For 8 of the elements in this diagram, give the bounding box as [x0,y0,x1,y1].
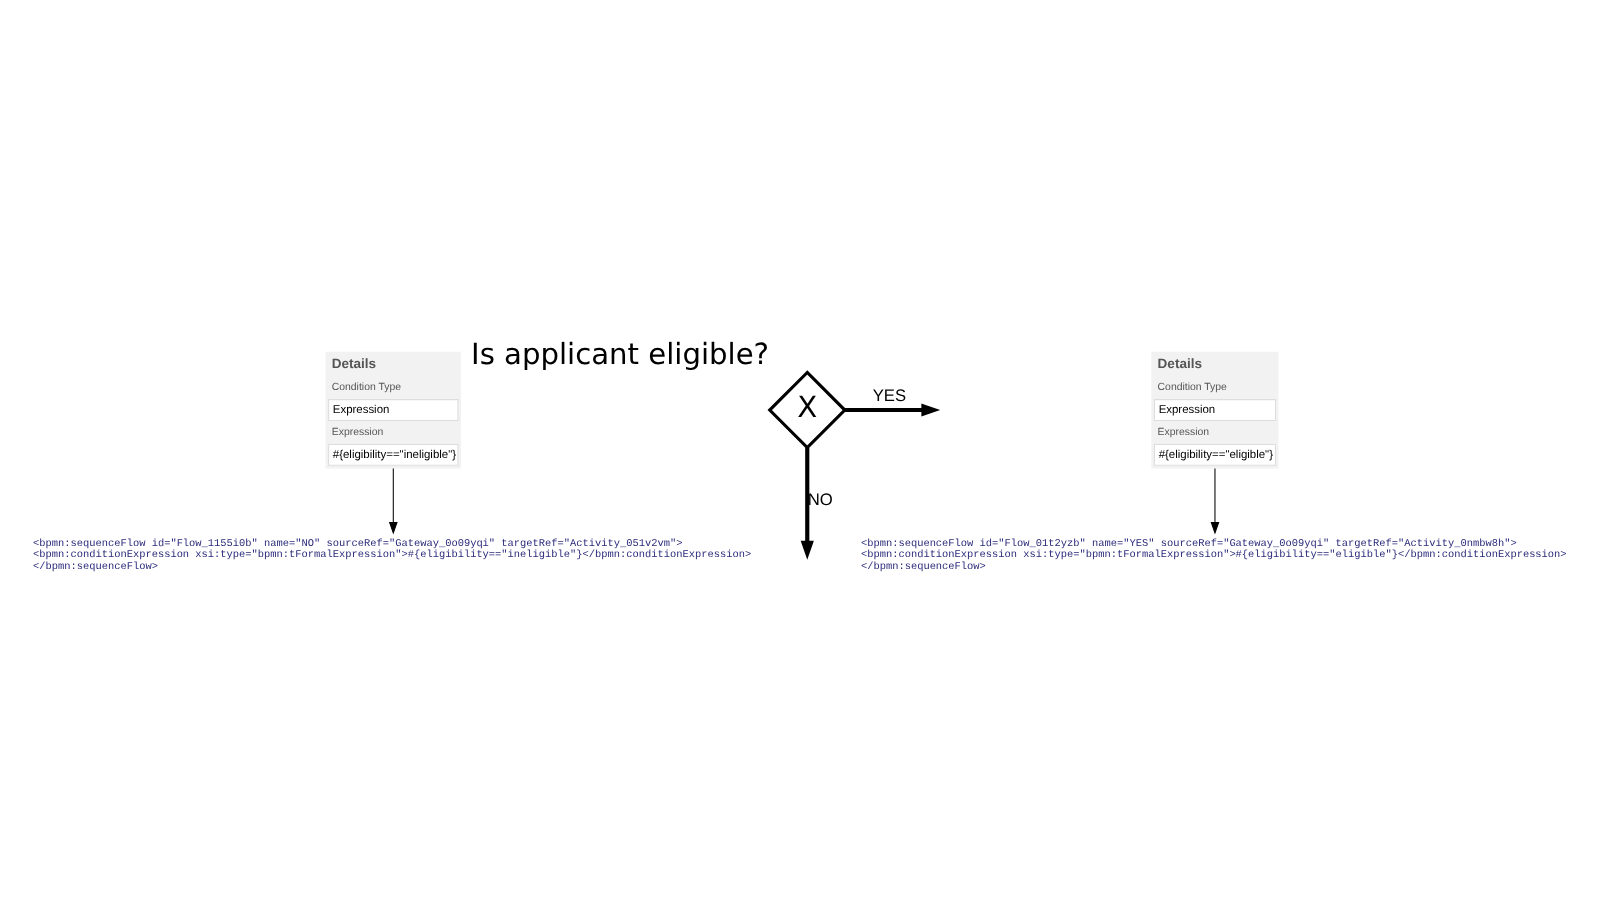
arrow [388,467,398,534]
arrow [845,402,941,416]
arrow [800,446,814,559]
arrow [1210,467,1220,534]
edge-label: YES [872,384,907,405]
node-diamond: X [767,369,847,449]
node-label: Is applicant eligible? [471,336,770,371]
edge-label: NO [807,487,833,508]
